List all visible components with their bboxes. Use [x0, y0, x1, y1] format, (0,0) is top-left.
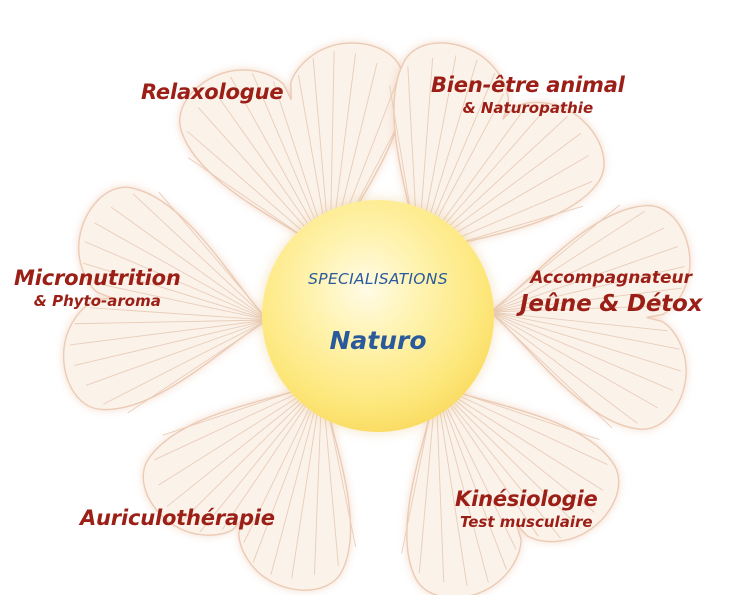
specialisation-subtitle: & Naturopathie [431, 100, 625, 117]
center-subtitle: Naturo [262, 326, 494, 355]
specialisation-micronutrition: Micronutrition & Phyto-aroma [14, 266, 181, 310]
specialisation-title: Bien-être animal [431, 73, 625, 97]
specialisation-auriculotherapie: Auriculothérapie [80, 506, 275, 530]
specialisation-subtitle: Accompagnateur [520, 269, 702, 289]
specialisation-jeune-detox: Accompagnateur Jeûne & Détox [520, 269, 702, 317]
specialisation-relaxologue: Relaxologue [141, 80, 283, 104]
specialisation-title: Relaxologue [141, 80, 283, 104]
specialisation-title: Jeûne & Détox [520, 291, 702, 317]
specialisation-title: Kinésiologie [455, 487, 598, 511]
specialisation-title: Micronutrition [14, 266, 181, 290]
specialisation-kinesiologie: Kinésiologie Test musculaire [455, 487, 598, 531]
center-title: SPECIALISATIONS [262, 270, 494, 288]
specialisation-bien-etre-animal: Bien-être animal & Naturopathie [431, 73, 625, 117]
specialisation-title: Auriculothérapie [80, 506, 275, 530]
specialisation-subtitle: & Phyto-aroma [14, 293, 181, 310]
specialisation-subtitle: Test musculaire [455, 514, 598, 531]
center-circle [262, 200, 494, 432]
